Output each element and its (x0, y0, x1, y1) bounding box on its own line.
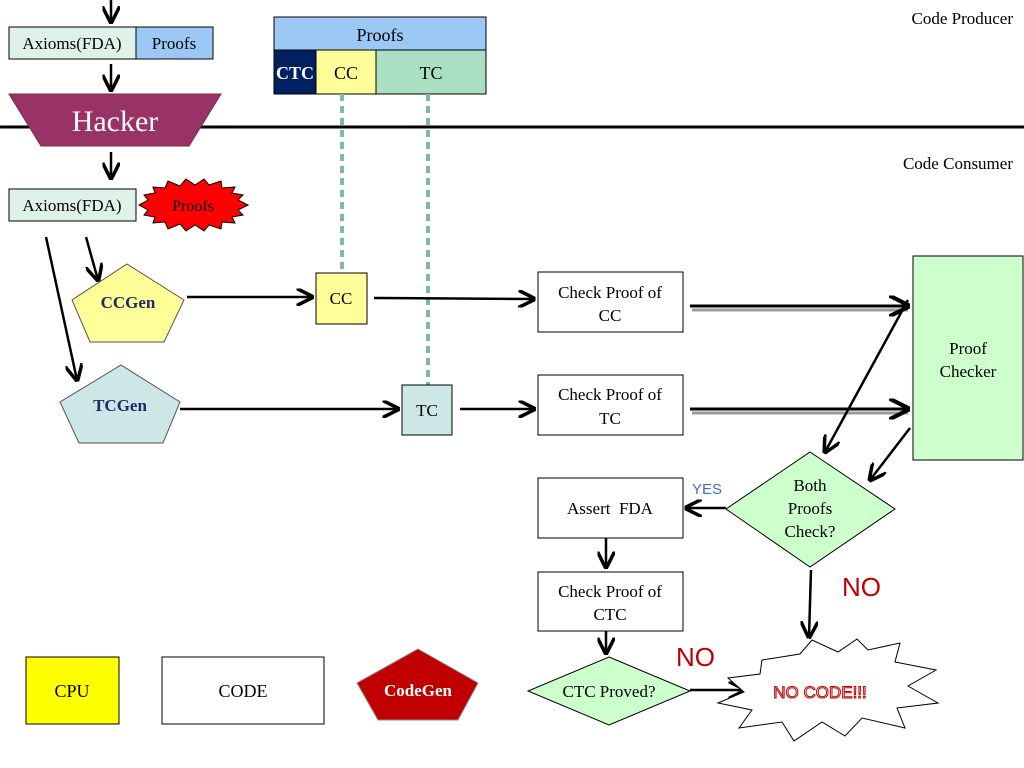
yes-label: YES (692, 481, 722, 498)
bundle-proofs-label: Proofs (356, 25, 403, 45)
check-tc-box: Check Proof of TC (537, 374, 684, 436)
both-proofs-check-diamond: Both Proofs Check? (725, 451, 896, 568)
tampered-proofs-label: Proofs (172, 198, 214, 215)
producer-axioms-box: Axioms(FDA) (8, 26, 137, 60)
diamond-line3: Check? (785, 522, 836, 541)
check-ctc-box: Check Proof of CTC (537, 571, 684, 632)
legend-codegen-label: CodeGen (384, 681, 453, 700)
tampered-proofs-burst: Proofs (137, 178, 250, 232)
proof-bundle: Proofs CTC CC TC (273, 16, 487, 95)
check-ctc-line1: Check Proof of (558, 582, 662, 601)
bundle-tc-label: TC (419, 63, 442, 83)
assert-fda-box: Assert FDA (537, 477, 684, 539)
check-cc-line2: CC (599, 306, 622, 325)
proof-checker-box: Proof Checker (912, 255, 1024, 461)
arrow-checker-to-diamond-a (825, 299, 910, 452)
ccgen-label: CCGen (101, 293, 156, 312)
proof-checker-line1: Proof (949, 339, 987, 358)
arrow-axioms-to-ccgen (84, 236, 98, 280)
bundle-cc-box (315, 49, 377, 95)
tc-label: TC (416, 401, 438, 420)
ccgen-pentagon: CCGen (71, 263, 185, 343)
bundle-proofs-box (273, 16, 487, 51)
legend-code-label: CODE (219, 681, 268, 701)
cc-box: CC (315, 272, 368, 325)
legend-code: CODE (161, 656, 325, 725)
bundle-ctc-box (273, 49, 317, 95)
producer-proofs-label: Proofs (152, 34, 196, 53)
check-tc-line2: TC (599, 409, 621, 428)
no-label-2: NO (676, 642, 715, 672)
hacker-trapezoid: Hacker (8, 93, 222, 147)
legend-cpu: CPU (25, 656, 120, 725)
code-producer-label: Code Producer (911, 9, 1013, 28)
proof-checker-line2: Checker (940, 362, 997, 381)
consumer-axioms-box: Axioms(FDA) (8, 188, 137, 222)
check-tc-line1: Check Proof of (558, 385, 662, 404)
tcgen-pentagon: TCGen (59, 364, 181, 444)
no-label-1: NO (842, 572, 881, 602)
legend-cpu-label: CPU (54, 681, 89, 701)
diamond-line2: Proofs (788, 499, 832, 518)
producer-axioms-label: Axioms(FDA) (22, 34, 121, 53)
bundle-ctc-label: CTC (276, 63, 314, 83)
check-cc-line1: Check Proof of (558, 283, 662, 302)
producer-proofs-box: Proofs (135, 26, 214, 60)
arrow-axioms-to-tcgen (44, 236, 77, 380)
code-consumer-label: Code Consumer (903, 154, 1013, 173)
tcgen-label: TCGen (93, 396, 147, 415)
no-code-label: NO CODE!!! (773, 683, 867, 702)
bundle-cc-label: CC (334, 63, 358, 83)
cc-label: CC (330, 289, 353, 308)
no-code-burst: NO CODE!!! (716, 638, 940, 742)
tc-box: TC (401, 384, 453, 436)
consumer-axioms-label: Axioms(FDA) (22, 196, 121, 215)
legend-codegen: CodeGen (356, 648, 479, 721)
bundle-tc-box (375, 49, 487, 95)
assert-fda-label: Assert FDA (567, 499, 654, 518)
arrow-no-to-nocode (809, 569, 811, 637)
arrow-cc-to-check (373, 298, 534, 299)
diamond-line1: Both (793, 476, 827, 495)
check-ctc-line2: CTC (593, 605, 626, 624)
ctc-proved-diamond: CTC Proved? (526, 656, 692, 726)
ctc-proved-label: CTC Proved? (562, 682, 655, 701)
hacker-label: Hacker (72, 105, 159, 138)
check-cc-box: Check Proof of CC (537, 271, 684, 333)
arrow-checker-to-diamond-b (870, 427, 911, 480)
